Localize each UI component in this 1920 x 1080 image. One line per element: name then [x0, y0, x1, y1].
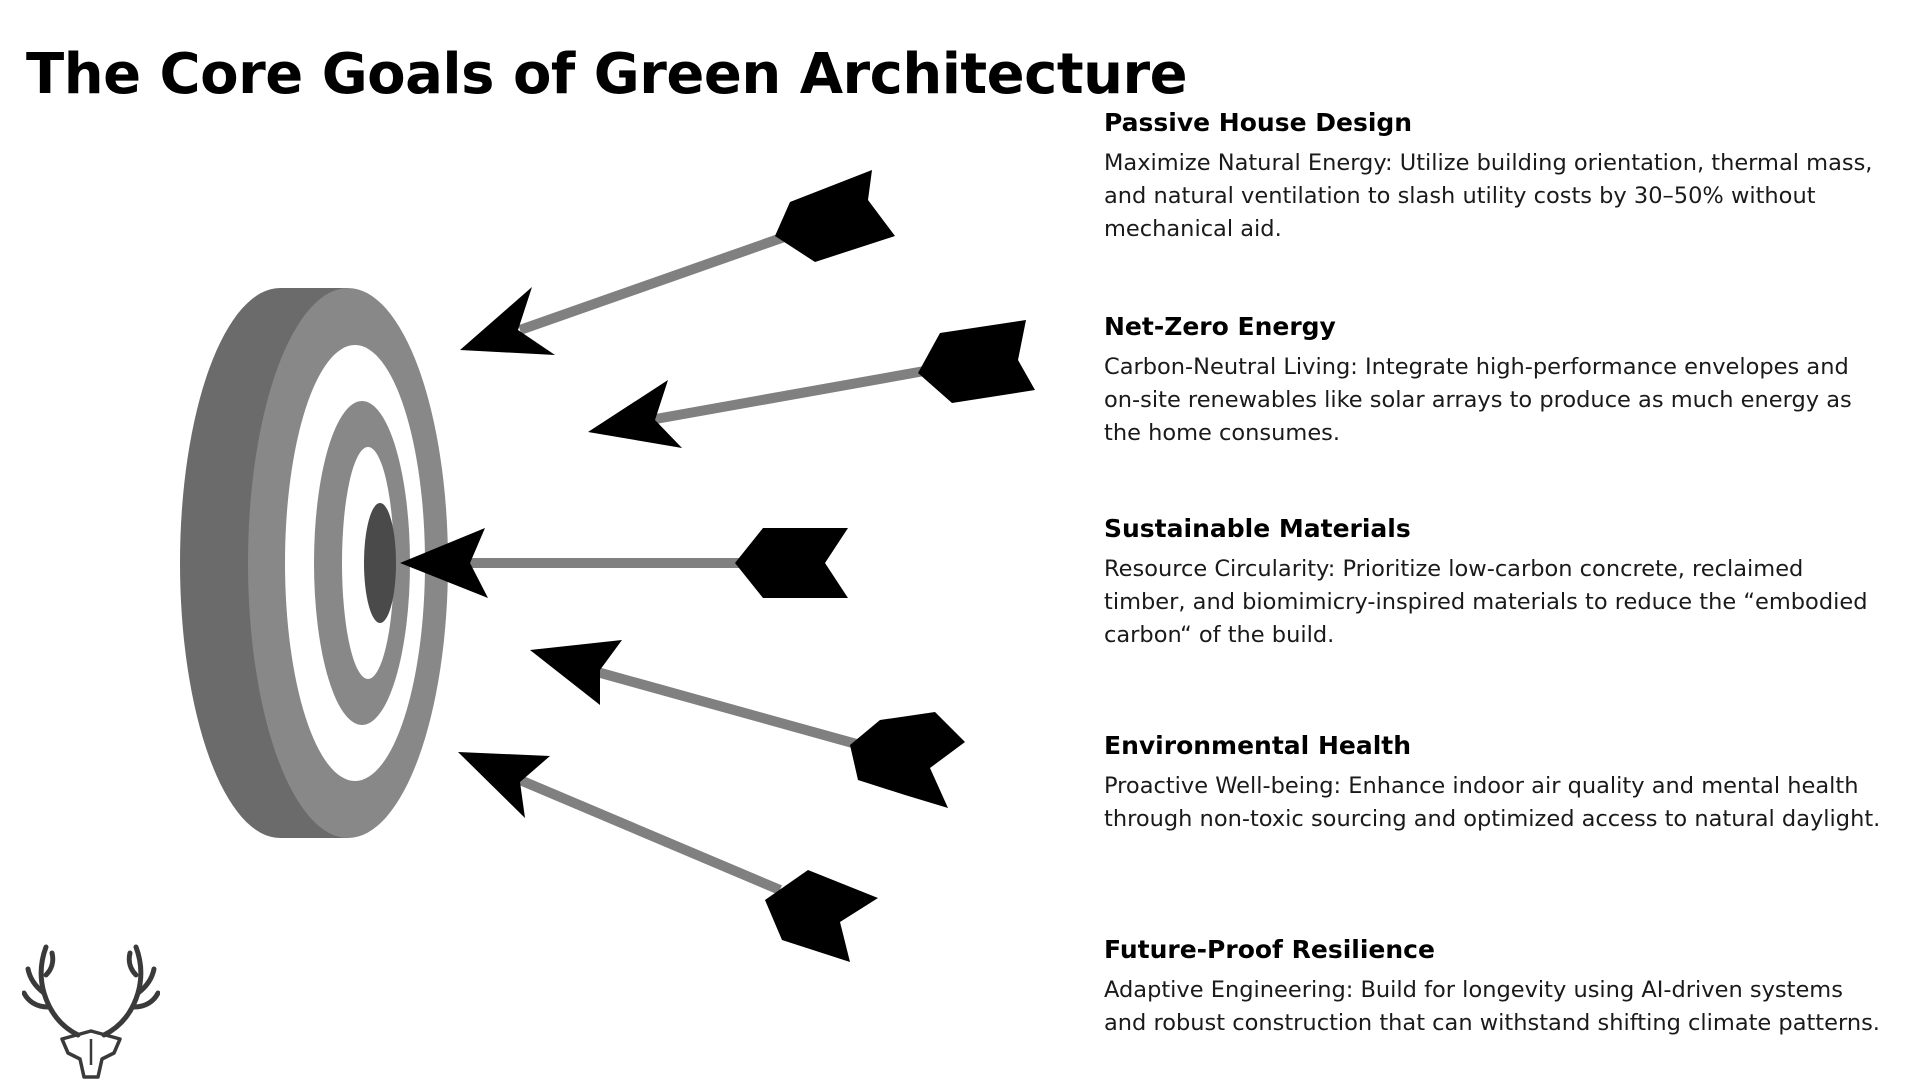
goal-heading: Net-Zero Energy [1104, 312, 1336, 341]
goal-description: Resource Circularity: Prioritize low-car… [1104, 556, 1868, 648]
arrow-icon-3 [400, 528, 848, 598]
goal-description: Proactive Well-being: Enhance indoor air… [1104, 773, 1881, 832]
deer-antler-logo-icon [22, 944, 160, 1079]
goal-description: Adaptive Engineering: Build for longevit… [1104, 977, 1880, 1036]
goal-heading: Passive House Design [1104, 108, 1413, 137]
arrow-icon-2 [588, 320, 1035, 448]
arrow-icon-4 [530, 640, 965, 808]
goal-description: Carbon-Neutral Living: Integrate high-pe… [1104, 354, 1852, 446]
goal-net-zero-energy: Net-Zero Energy Carbon-Neutral Living: I… [1104, 312, 1884, 450]
target-illustration [180, 170, 1035, 962]
goal-heading: Future-Proof Resilience [1104, 935, 1435, 964]
goal-sustainable-materials: Sustainable Materials Resource Circulari… [1104, 514, 1884, 652]
goal-environmental-health: Environmental Health Proactive Well-bein… [1104, 731, 1884, 836]
goal-future-proof-resilience: Future-Proof Resilience Adaptive Enginee… [1104, 935, 1884, 1040]
goal-description: Maximize Natural Energy: Utilize buildin… [1104, 150, 1873, 242]
goal-heading: Environmental Health [1104, 731, 1412, 760]
arrow-icon-1 [460, 170, 895, 355]
target-icon [180, 288, 448, 838]
arrow-icon-5 [458, 752, 878, 962]
goal-passive-house-design: Passive House Design Maximize Natural En… [1104, 108, 1884, 246]
page-title: The Core Goals of Green Architecture [26, 42, 1188, 107]
goal-heading: Sustainable Materials [1104, 514, 1411, 543]
